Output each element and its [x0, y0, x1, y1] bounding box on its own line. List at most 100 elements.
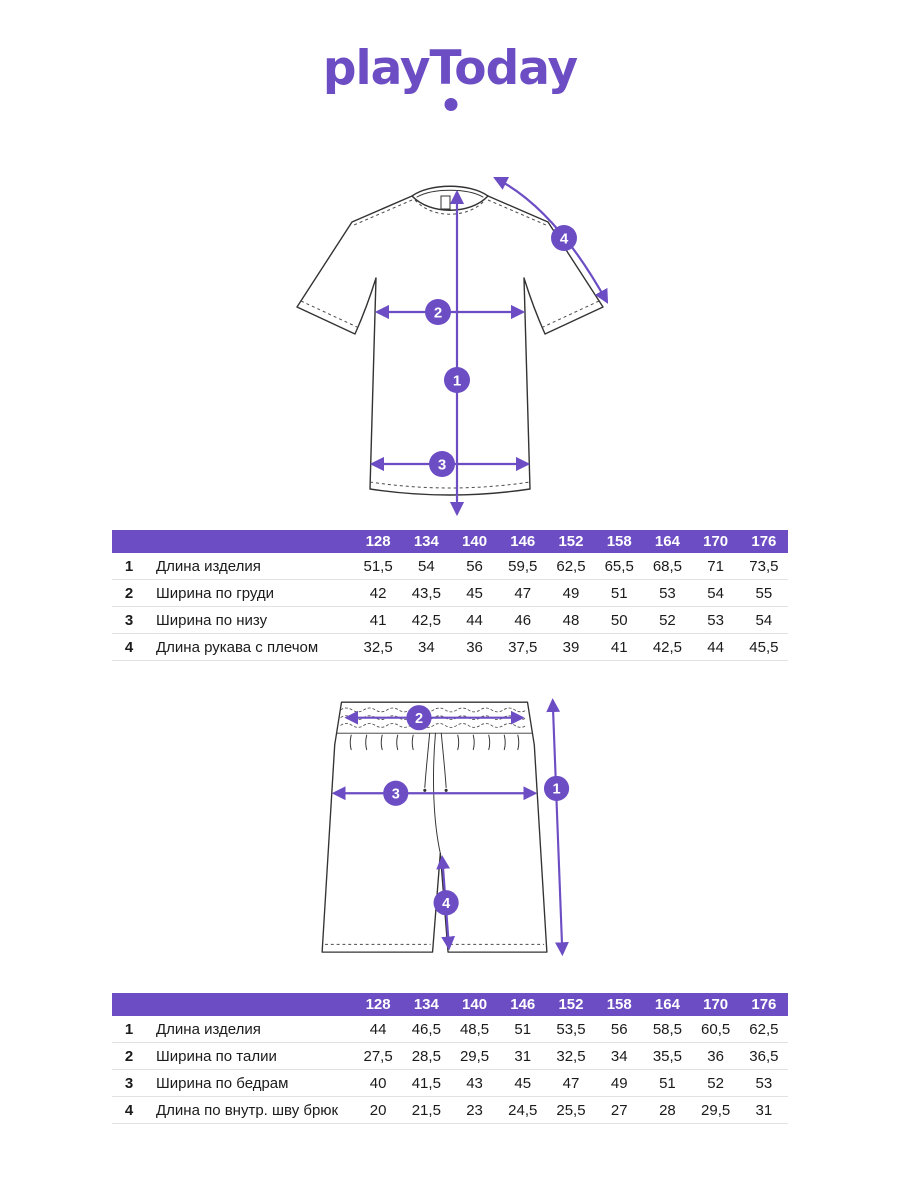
measure-value: 58,5	[643, 1016, 692, 1043]
measure-value: 51	[643, 1069, 692, 1097]
measure-value: 28	[643, 1096, 692, 1124]
marker-3	[383, 780, 409, 806]
brand-logo: playToday	[322, 41, 578, 124]
marker-3	[429, 451, 455, 477]
measure-label: Ширина по бедрам	[146, 1069, 354, 1097]
size-header-cell: 146	[498, 530, 547, 553]
measure-value: 34	[595, 1042, 644, 1070]
measure-value: 71	[691, 553, 740, 580]
tshirt-measure-markers: 1 2 3 4	[425, 225, 577, 477]
measure-value: 52	[691, 1069, 740, 1097]
measure-value: 21,5	[402, 1096, 451, 1124]
shorts-measure-markers: 1 2 3 4	[383, 705, 570, 916]
measure-number: 4	[112, 633, 146, 661]
brand-logo-text: playToday	[322, 41, 578, 96]
shorts-diagram: 1 2 3 4	[321, 698, 570, 957]
measure-value: 44	[691, 633, 740, 661]
size-header-cell: 146	[498, 993, 547, 1016]
measure-value: 44	[450, 606, 499, 634]
measure-label: Длина рукава с плечом	[146, 633, 354, 661]
measure-value: 42,5	[643, 633, 692, 661]
measure-number: 2	[112, 579, 146, 607]
measure-label: Ширина по низу	[146, 606, 354, 634]
measure-number: 3	[112, 1069, 146, 1097]
measure-value: 36	[691, 1042, 740, 1070]
marker-4-label: 4	[442, 896, 450, 912]
size-header-cell: 170	[691, 530, 740, 553]
measure-label: Ширина по груди	[146, 579, 354, 607]
measure-value: 44	[354, 1016, 403, 1043]
measure-value: 31	[498, 1042, 547, 1070]
measure-value: 62,5	[739, 1016, 788, 1043]
marker-1-label: 1	[453, 372, 461, 389]
measure-number: 1	[112, 1016, 146, 1043]
measure-value: 32,5	[354, 633, 403, 661]
size-header-cell: 152	[546, 530, 596, 553]
measure-value: 53	[691, 606, 740, 634]
measure-value: 45	[450, 579, 499, 607]
measure-value: 53	[739, 1069, 788, 1097]
marker-4	[433, 890, 459, 916]
size-header-cell: 128	[354, 530, 403, 553]
measure-value: 40	[354, 1069, 403, 1097]
brand-logo-dot-icon	[444, 98, 458, 111]
measure-value: 24,5	[498, 1096, 547, 1124]
measure-number: 1	[112, 553, 146, 580]
drawstring-left	[424, 732, 431, 788]
measure-value: 37,5	[498, 633, 547, 661]
measure-value: 43	[450, 1069, 499, 1097]
measure-value: 25,5	[546, 1096, 596, 1124]
size-header-cell: 176	[739, 530, 788, 553]
marker-2	[425, 299, 451, 325]
size-header-cell: 158	[595, 530, 644, 553]
marker-3-label: 3	[392, 786, 400, 802]
size-header-cell: 128	[354, 993, 403, 1016]
tshirt-diagram: 1 2 3 4	[296, 177, 609, 517]
marker-3-label: 3	[438, 456, 446, 473]
measure-value: 59,5	[498, 553, 547, 580]
header-spacer	[146, 993, 354, 1016]
measure-value: 27	[595, 1096, 644, 1124]
measure-value: 35,5	[643, 1042, 692, 1070]
measure-value: 29,5	[450, 1042, 499, 1070]
measure-value: 49	[546, 579, 596, 607]
header-spacer	[112, 530, 146, 553]
measure-value: 41	[595, 633, 644, 661]
drawstring-right	[440, 732, 447, 788]
measure-value: 29,5	[691, 1096, 740, 1124]
marker-2	[406, 705, 432, 731]
size-header-cell: 134	[402, 530, 451, 553]
measure-value: 50	[595, 606, 644, 634]
measure-value: 54	[691, 579, 740, 607]
measure-value: 39	[546, 633, 596, 661]
marker-2-label: 2	[415, 711, 423, 727]
sleeve-length-arrow	[493, 177, 609, 304]
measure-value: 49	[595, 1069, 644, 1097]
measure-number: 4	[112, 1096, 146, 1124]
measure-value: 51	[498, 1016, 547, 1043]
measure-number: 3	[112, 606, 146, 634]
size-header-cell: 152	[546, 993, 596, 1016]
size-header-cell: 176	[739, 993, 788, 1016]
measure-value: 31	[739, 1096, 788, 1124]
measure-value: 48	[546, 606, 596, 634]
measure-label: Ширина по талии	[146, 1042, 354, 1070]
measure-value: 42,5	[402, 606, 451, 634]
measure-value: 42	[354, 579, 403, 607]
measure-label: Длина изделия	[146, 1016, 354, 1043]
size-header-cell: 164	[643, 993, 692, 1016]
size-header-cell: 164	[643, 530, 692, 553]
measure-value: 60,5	[691, 1016, 740, 1043]
header-spacer	[112, 993, 146, 1016]
measure-value: 53	[643, 579, 692, 607]
size-header-cell: 158	[595, 993, 644, 1016]
